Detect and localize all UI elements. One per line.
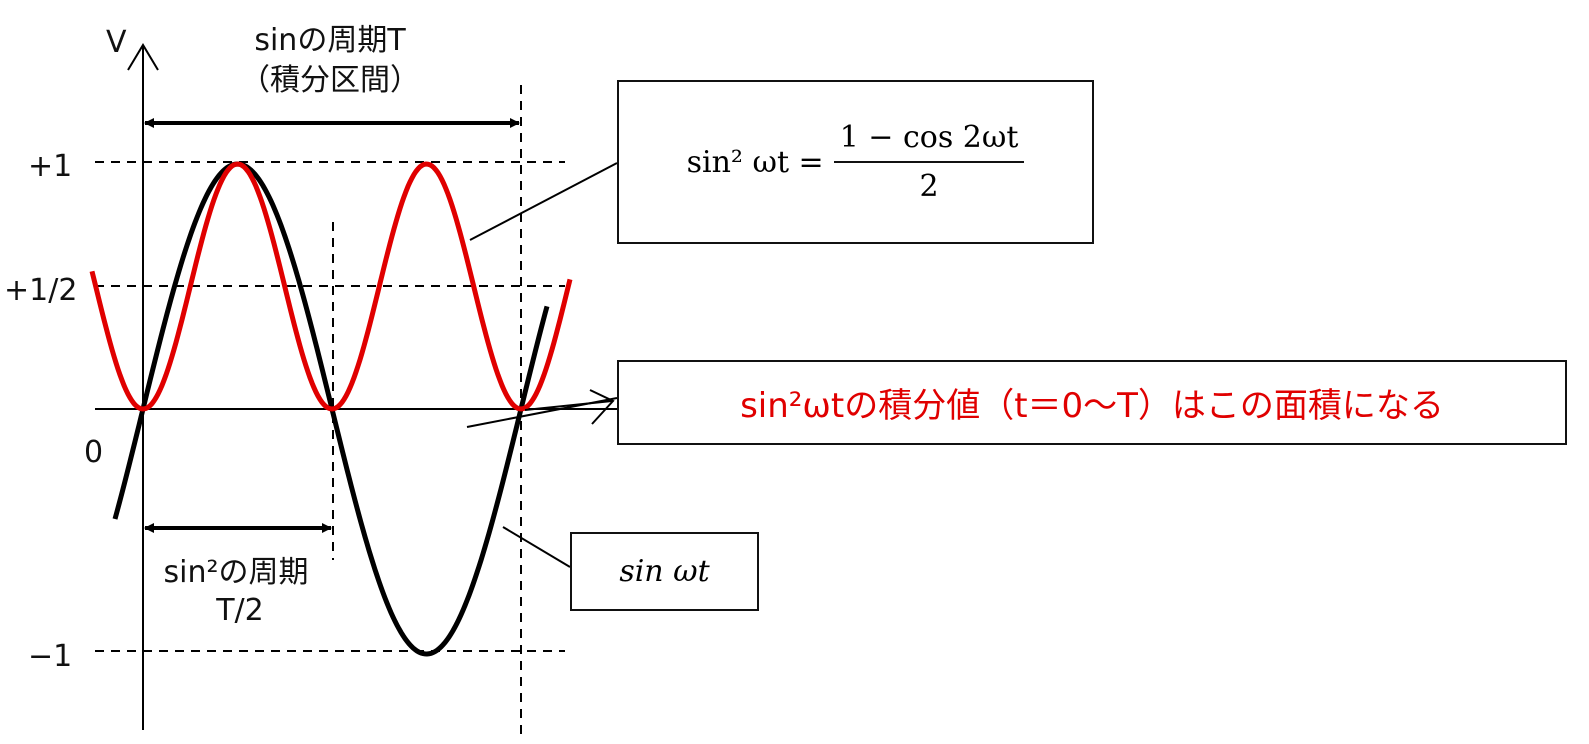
sin2-period-label: sin²の周期 — [163, 555, 309, 590]
sin-leader-line — [502, 526, 571, 568]
note-arrowhead — [589, 389, 615, 425]
formula-box: sin² ωt = 1 − cos 2ωt 2 — [617, 80, 1094, 244]
plus-one-label: +1 — [28, 149, 73, 184]
formula-fraction: 1 − cos 2ωt 2 — [833, 120, 1025, 204]
half-period-label: T/2 — [216, 593, 264, 628]
sin-period-label: sinの周期T — [254, 23, 406, 58]
note-box: sin²ωtの積分値（t＝0〜T）はこの面積になる — [617, 360, 1567, 445]
sin-curve — [112, 161, 550, 657]
formula-leader-line — [469, 162, 618, 241]
sin2-curve — [89, 161, 573, 412]
minus-one-label: −1 — [28, 639, 73, 674]
v-axis-arrowhead — [127, 43, 159, 71]
zero-label: 0 — [84, 435, 104, 470]
plus-half-label: +1/2 — [4, 273, 78, 308]
integration-interval-label: （積分区間） — [240, 63, 420, 98]
formula-lhs: sin² ωt = — [686, 144, 824, 180]
sin-box: sin ωt — [570, 532, 759, 611]
note-arrow-line — [524, 400, 613, 411]
sin-text: sin ωt — [619, 554, 710, 589]
formula-numerator: 1 − cos 2ωt — [833, 120, 1025, 163]
formula-denominator: 2 — [919, 169, 939, 204]
v-axis-label: V — [106, 25, 127, 60]
note-text: sin²ωtの積分値（t＝0〜T）はこの面積になる — [740, 386, 1444, 426]
